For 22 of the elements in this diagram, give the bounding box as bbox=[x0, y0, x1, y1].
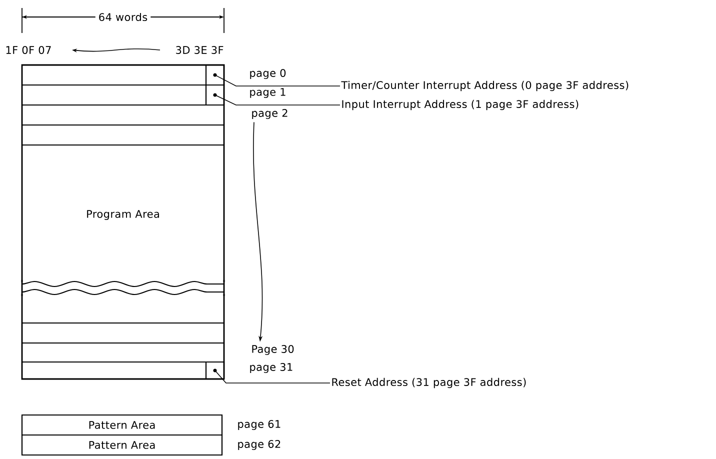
leader-line bbox=[216, 95, 340, 106]
address-label: Input Interrupt Address (1 page 3F address) bbox=[342, 100, 578, 110]
page-label: page 1 bbox=[250, 88, 286, 98]
page-label: page 61 bbox=[238, 420, 280, 430]
page-label: Page 30 bbox=[252, 345, 294, 355]
address-label: Timer/Counter Interrupt Address (0 page 3F address) bbox=[341, 80, 628, 92]
address-cell bbox=[205, 84, 225, 106]
address-label: Reset Address (31 page 3F address) bbox=[332, 378, 526, 388]
page-label: page 0 bbox=[250, 69, 286, 79]
page-label: page 2 bbox=[252, 109, 288, 119]
leader-line bbox=[216, 75, 340, 86]
program-area: Program Area bbox=[87, 210, 159, 220]
page-label: page 31 bbox=[250, 363, 292, 373]
dimension-label: 64 words bbox=[95, 10, 151, 24]
address-label: 3D 3E 3F bbox=[176, 46, 224, 54]
address-cell bbox=[205, 64, 225, 86]
pattern-area-box: Pattern Area bbox=[21, 414, 223, 436]
address-label: 1F 0F 07 bbox=[6, 46, 51, 54]
pattern-area-box: Pattern Area bbox=[21, 434, 223, 456]
address-cell bbox=[205, 361, 225, 380]
leader-line bbox=[216, 371, 330, 384]
page-label: page 62 bbox=[238, 440, 280, 450]
